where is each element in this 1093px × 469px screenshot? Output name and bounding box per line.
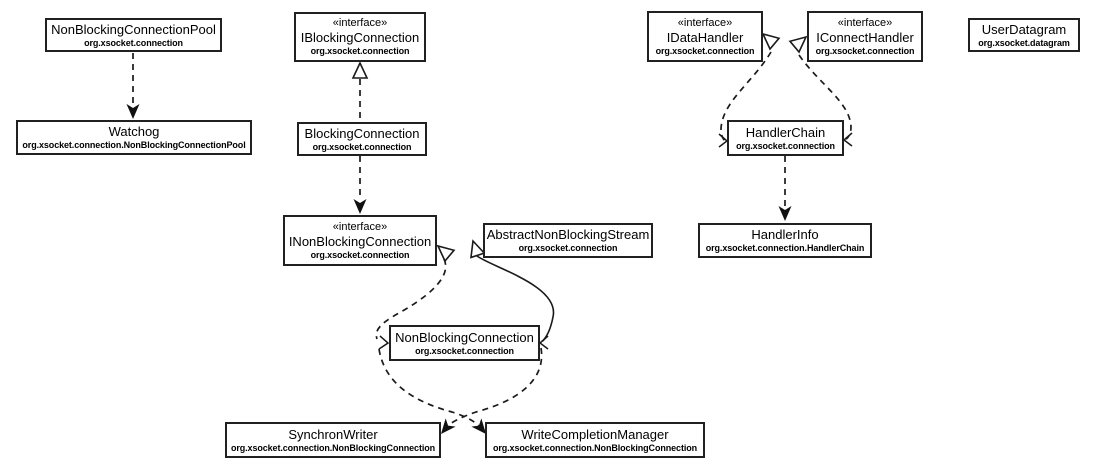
class-name: WriteCompletionManager (521, 426, 669, 442)
package-name: org.xsocket.datagram (978, 37, 1070, 48)
package-name: org.xsocket.connection (655, 45, 755, 56)
package-name: org.xsocket.connection.NonBlockingConnec… (22, 140, 246, 150)
realization-triangle-icon (351, 61, 369, 79)
edge-pool-to-watchog (126, 53, 140, 119)
class-box-synchronwriter[interactable]: SynchronWriter org.xsocket.connection.No… (225, 422, 441, 458)
edge-blocking-to-inonblocking (353, 156, 367, 214)
class-box-handlerchain[interactable]: HandlerChain org.xsocket.connection (727, 120, 844, 156)
stereotype-label: «interface» (332, 17, 388, 29)
interface-box-idatahandler[interactable]: «interface» IDataHandler org.xsocket.con… (647, 11, 763, 62)
dependency-arrowhead-icon (441, 418, 456, 434)
class-name: NonBlockingConnection (395, 329, 534, 345)
realization-triangle-icon (788, 35, 808, 54)
class-box-userdatagram[interactable]: UserDatagram org.xsocket.datagram (968, 18, 1080, 52)
package-name: org.xsocket.connection (310, 249, 410, 260)
class-box-watchog[interactable]: Watchog org.xsocket.connection.NonBlocki… (16, 120, 252, 155)
package-name: org.xsocket.connection.HandlerChain (705, 243, 865, 253)
interface-box-iblockingconnection[interactable]: «interface» IBlockingConnection org.xsoc… (294, 12, 426, 62)
package-name: org.xsocket.connection (84, 37, 183, 48)
package-name: org.xsocket.connection.NonBlockingConnec… (230, 442, 436, 453)
edge-handlerchain-to-iconnecthandler (788, 35, 853, 147)
class-name: IBlockingConnection (300, 30, 420, 45)
edge-nonblocking-to-writecompletionmanager (378, 348, 486, 434)
dependency-arrowhead-icon (126, 104, 140, 119)
class-name: IConnectHandler (816, 29, 914, 45)
package-name: org.xsocket.connection (736, 140, 835, 151)
edge-handlerchain-to-handlerinfo (778, 156, 792, 221)
class-box-abstractnonblockingstream[interactable]: AbstractNonBlockingStream org.xsocket.co… (483, 223, 653, 258)
realization-triangle-icon (761, 32, 781, 51)
realization-triangle-icon (436, 244, 456, 263)
open-arrowhead-icon (538, 335, 549, 350)
package-name: org.xsocket.connection (415, 345, 514, 356)
class-name: NonBlockingConnectionPool (51, 21, 216, 37)
stereotype-label: «interface» (677, 16, 733, 29)
package-name: org.xsocket.connection.NonBlockingConnec… (492, 442, 698, 453)
class-name: SynchronWriter (288, 426, 378, 442)
edge-nonblocking-to-abstractstream (470, 239, 554, 350)
class-name: HandlerInfo (751, 227, 819, 242)
interface-box-iconnecthandler[interactable]: «interface» IConnectHandler org.xsocket.… (807, 11, 923, 62)
generalization-triangle-icon (470, 239, 486, 259)
open-arrowhead-icon (842, 132, 853, 147)
class-name: BlockingConnection (304, 125, 420, 141)
class-box-nonblockingconnection[interactable]: NonBlockingConnection org.xsocket.connec… (389, 325, 540, 361)
class-box-nonblockingconnectionpool[interactable]: NonBlockingConnectionPool org.xsocket.co… (45, 18, 222, 52)
open-arrowhead-icon (378, 335, 390, 350)
package-name: org.xsocket.connection (518, 243, 618, 253)
interface-box-inonblockingconnection[interactable]: «interface» INonBlockingConnection org.x… (283, 215, 437, 266)
stereotype-label: «interface» (837, 16, 893, 29)
dependency-arrowhead-icon (778, 206, 792, 221)
class-name: AbstractNonBlockingStream (486, 227, 650, 242)
class-box-blockingconnection[interactable]: BlockingConnection org.xsocket.connectio… (297, 122, 427, 156)
class-name: INonBlockingConnection (288, 233, 432, 249)
class-box-handlerinfo[interactable]: HandlerInfo org.xsocket.connection.Handl… (698, 223, 872, 258)
dependency-arrowhead-icon (353, 199, 367, 214)
edge-nonblocking-to-inonblocking (375, 244, 456, 350)
open-arrowhead-icon (718, 133, 729, 148)
class-name: Watchog (108, 124, 160, 139)
class-name: HandlerChain (745, 124, 826, 140)
class-box-writecompletionmanager[interactable]: WriteCompletionManager org.xsocket.conne… (485, 422, 705, 458)
package-name: org.xsocket.connection (310, 46, 410, 56)
edge-blocking-to-iblocking (351, 61, 369, 121)
package-name: org.xsocket.connection (312, 141, 412, 152)
class-name: UserDatagram (981, 21, 1067, 37)
dependency-arrowhead-icon (471, 418, 486, 434)
edge-nonblocking-to-synchronwriter (441, 347, 543, 434)
stereotype-label: «interface» (332, 220, 388, 233)
package-name: org.xsocket.connection (815, 45, 915, 56)
class-name: IDataHandler (666, 29, 744, 45)
